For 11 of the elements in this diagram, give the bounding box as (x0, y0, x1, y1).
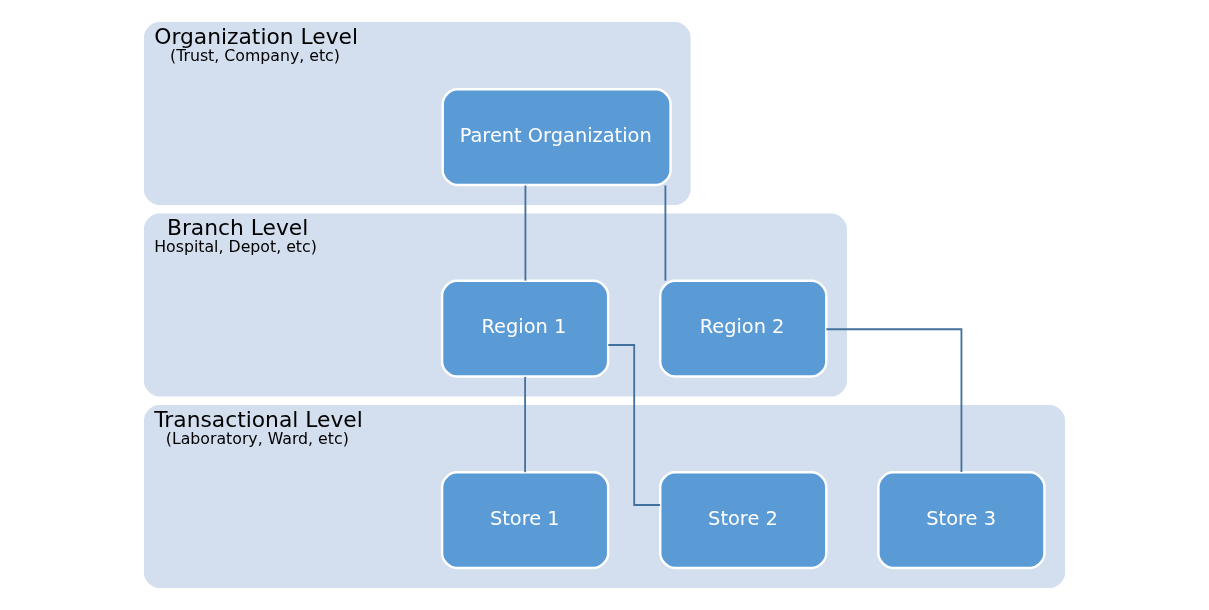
node-box: Store 2 (659, 471, 828, 570)
connector (607, 344, 661, 506)
connector (524, 184, 527, 282)
node-box: Region 1 (440, 279, 610, 378)
node-box: Store 3 (877, 471, 1046, 570)
node-box: Region 2 (659, 279, 828, 378)
connector (524, 376, 526, 474)
node-box: Parent Organization (441, 88, 672, 187)
connector (825, 328, 963, 473)
node-box: Store 1 (440, 471, 610, 570)
connector (664, 184, 667, 282)
